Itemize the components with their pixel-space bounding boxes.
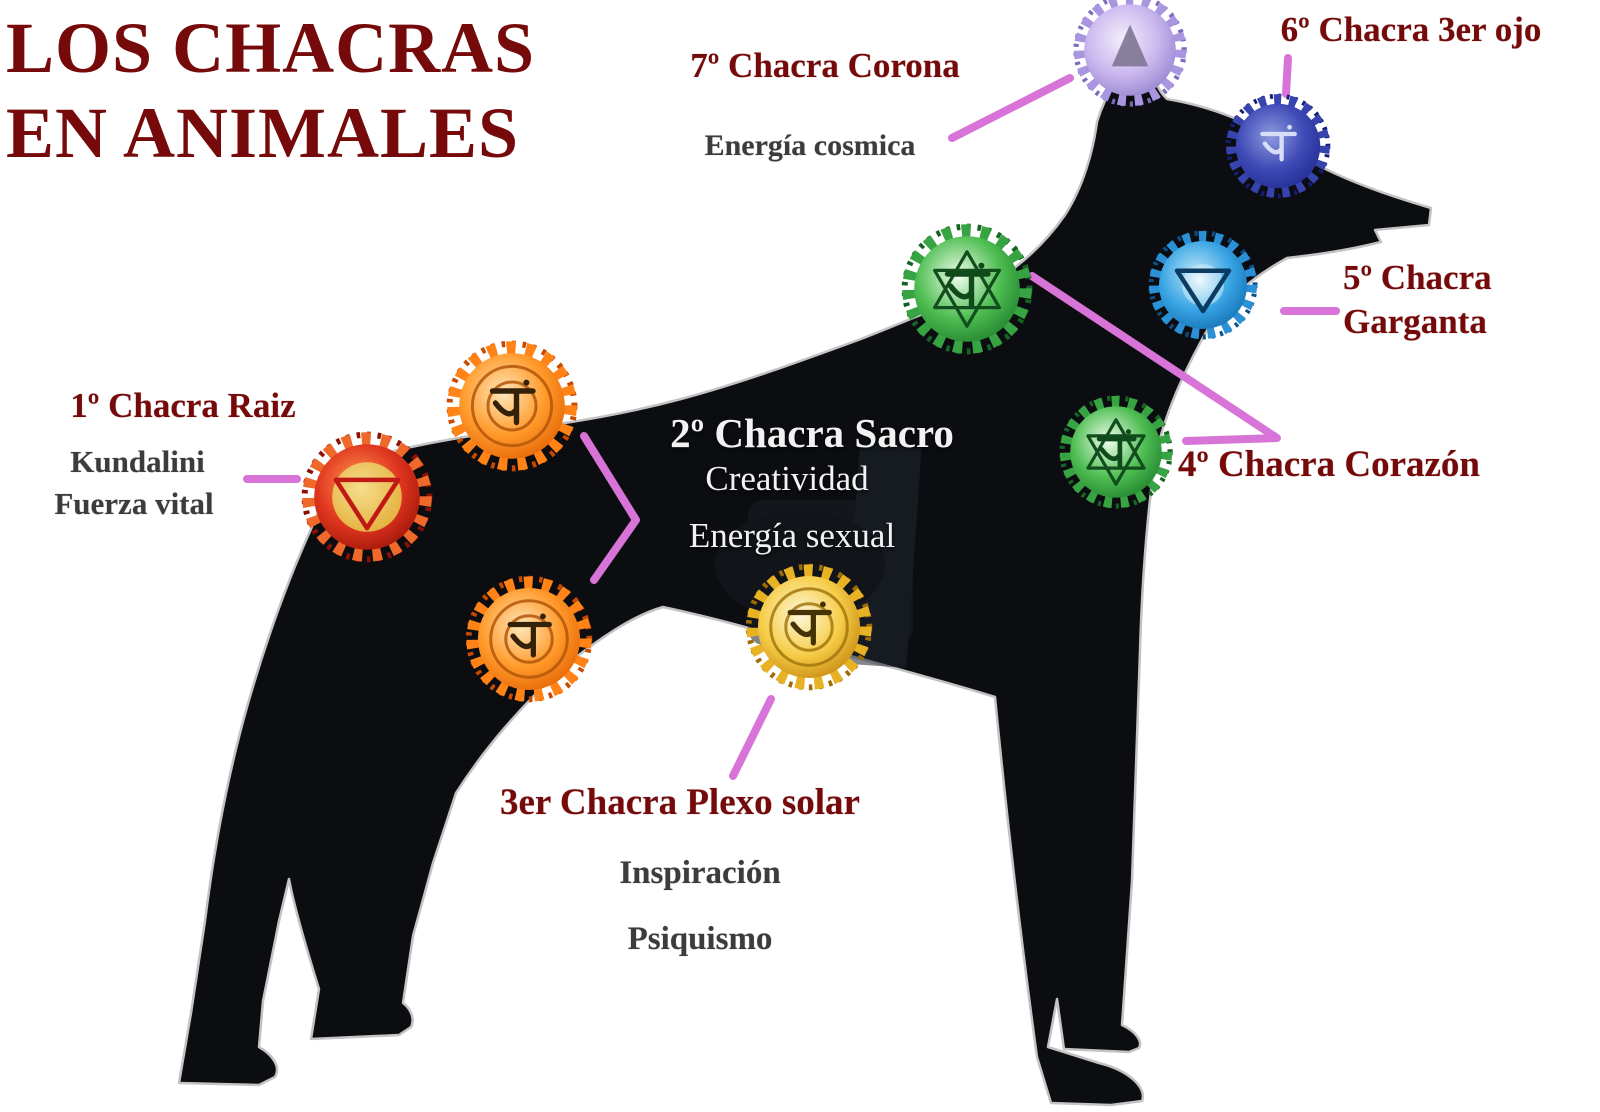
label-tercer-ojo-title: 6º Chacra 3er ojo — [1280, 10, 1542, 49]
label-garganta-title-line2: Garganta — [1343, 302, 1487, 341]
connector-corona-line — [948, 74, 1074, 142]
label-raiz-subtitle-line2: Fuerza vital — [54, 486, 214, 521]
connector-corazon-line — [1028, 272, 1281, 445]
connector-tercer-ojo-line — [1282, 54, 1292, 98]
label-sacro-title: 2º Chacra Sacro — [670, 410, 954, 456]
label-sacro-subtitle-line2: Energía sexual — [688, 516, 896, 555]
chakra-sacro-vientre — [465, 575, 593, 703]
label-plexo-subtitle-line1: Inspiración — [619, 855, 781, 891]
chakra-plexo — [745, 563, 873, 691]
page-title: LOS CHACRAS EN ANIMALES — [6, 6, 535, 176]
page-title-line2: EN ANIMALES — [6, 92, 520, 173]
label-sacro-subtitle-line1: Creatividad — [705, 459, 869, 498]
chakra-sacro-lomo — [446, 340, 578, 472]
chakra-corazon-cuello — [901, 223, 1033, 355]
page-title-line1: LOS CHACRAS — [6, 8, 536, 88]
chakra-raiz — [301, 431, 433, 563]
connector-plexo-line — [729, 695, 775, 780]
label-raiz-title: 1º Chacra Raiz — [70, 386, 296, 425]
label-garganta-title-line1: 5º Chacra — [1343, 258, 1492, 297]
chakra-corazon-pecho — [1059, 395, 1173, 509]
chakra-corona — [1073, 0, 1187, 107]
connector-sacro-line — [580, 432, 640, 584]
label-plexo-title: 3er Chacra Plexo solar — [500, 782, 860, 823]
label-plexo-subtitle-line2: Psiquismo — [627, 921, 773, 957]
label-corona-subtitle: Energía cosmica — [704, 129, 916, 162]
label-corazon-title: 4º Chacra Corazón — [1178, 444, 1480, 485]
chakra-tercer-ojo — [1225, 93, 1331, 199]
label-raiz-subtitle-line1: Kundalini — [70, 444, 205, 479]
chakra-garganta — [1148, 230, 1258, 340]
label-corona-title: 7º Chacra Corona — [690, 46, 960, 85]
